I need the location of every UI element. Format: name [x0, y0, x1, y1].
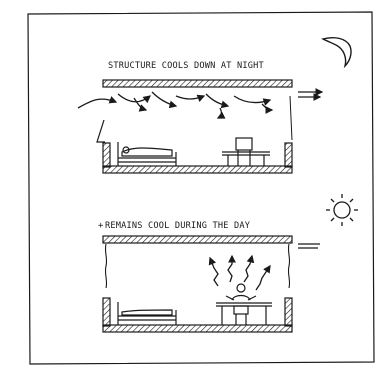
airflow-arrow	[78, 99, 116, 108]
night-left-window-sash	[97, 120, 105, 142]
day-building	[103, 236, 320, 332]
airflow-arrow	[218, 108, 221, 118]
night-building	[97, 80, 292, 173]
airflow-arrow	[206, 94, 228, 106]
night-airflow-arrows	[78, 92, 322, 118]
airflow-arrow	[262, 104, 272, 110]
day-caption: REMAINS COOL DURING THE DAY	[105, 221, 251, 231]
day-left-wall-lower	[103, 298, 110, 326]
day-left-wall-upper	[105, 244, 106, 288]
heat-arrow	[244, 256, 252, 282]
airflow-arrow	[118, 94, 150, 102]
crescent-moon-icon	[323, 38, 351, 66]
airflow-arrow	[234, 96, 270, 103]
night-right-wall-lower	[285, 143, 292, 167]
day-roof	[103, 236, 292, 243]
sun-icon	[326, 194, 358, 226]
person-at-table-icon	[216, 284, 272, 325]
table-and-chair-icon	[222, 138, 270, 166]
night-caption: STRUCTURE COOLS DOWN AT NIGHT	[108, 61, 264, 71]
airflow-arrow	[152, 92, 176, 106]
heat-arrow	[256, 266, 270, 290]
heat-arrow	[228, 256, 232, 282]
day-heat-arrows	[210, 256, 270, 290]
day-right-wall-lower	[285, 298, 292, 326]
bed-with-sleeping-person-icon	[118, 142, 176, 166]
day-right-wall-upper	[288, 244, 289, 288]
night-left-wall-lower	[103, 143, 110, 167]
heat-arrow	[210, 258, 218, 286]
bed-icon	[118, 302, 176, 325]
day-floor	[103, 325, 292, 332]
airflow-arrow	[176, 96, 204, 99]
night-roof	[103, 80, 292, 87]
night-floor	[103, 166, 292, 173]
day-caption-prefix: +	[98, 221, 104, 231]
